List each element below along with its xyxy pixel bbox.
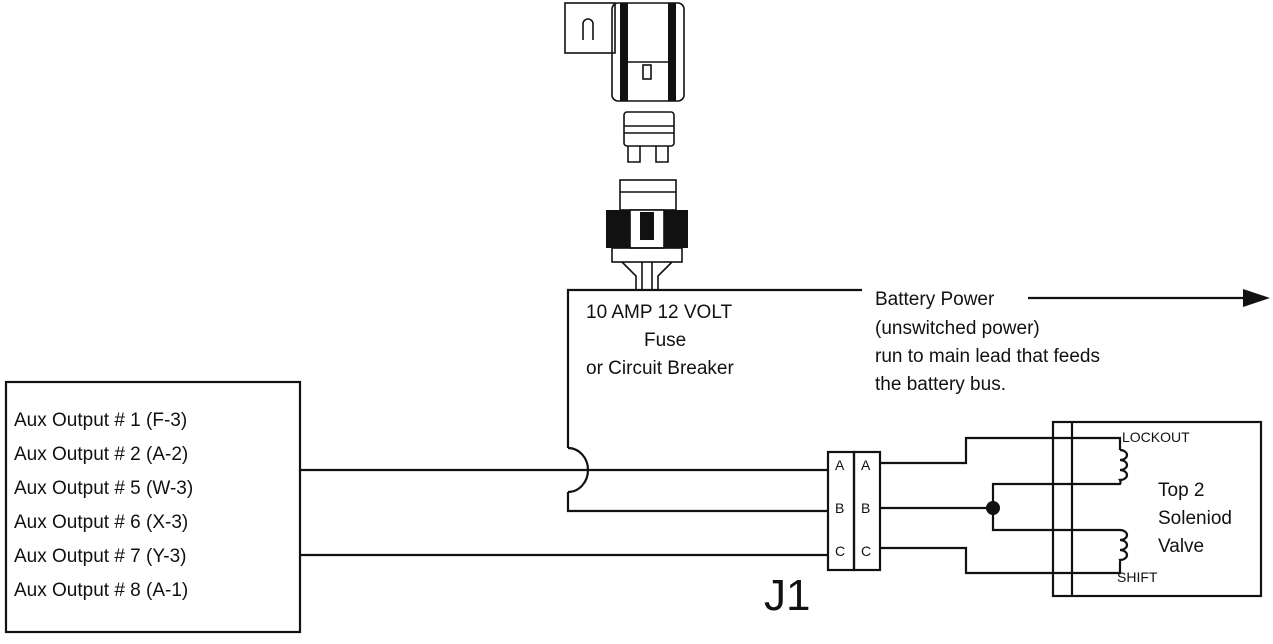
aux-output-7: Aux Output # 7 (Y-3) <box>14 546 187 567</box>
fuse-label-line-3: or Circuit Breaker <box>586 358 734 379</box>
solenoid-valve: LOCKOUT SHIFT Top 2 Soleniod Valve <box>1051 420 1263 598</box>
aux-output-2: Aux Output # 2 (A-2) <box>14 444 188 465</box>
valve-wires <box>880 436 1122 575</box>
lockout-coil-icon <box>1113 448 1129 486</box>
valve-name-line-2: Soleniod <box>1158 508 1232 529</box>
battery-note-line-1: Battery Power <box>875 289 995 310</box>
aux-output-8: Aux Output # 8 (A-1) <box>14 580 188 601</box>
j1-label: J1 <box>764 571 810 620</box>
battery-feed-wire <box>566 288 862 513</box>
junction-dot <box>986 501 1000 515</box>
fuse-label-line-2: Fuse <box>644 330 686 351</box>
shift-label: SHIFT <box>1117 569 1158 585</box>
j1-pin-a-right: A <box>861 457 871 473</box>
aux-wires <box>300 468 828 557</box>
aux-output-5: Aux Output # 5 (W-3) <box>14 478 193 499</box>
valve-name-line-1: Top 2 <box>1158 480 1204 501</box>
j1-pin-a-left: A <box>835 457 845 473</box>
fuse-holder-bottom <box>606 179 688 290</box>
fuse-label: 10 AMP 12 VOLT Fuse or Circuit Breaker <box>586 302 734 379</box>
connector-j1: A B C A B C J1 <box>764 450 882 620</box>
battery-note-line-4: the battery bus. <box>875 374 1006 395</box>
j1-pin-c-right: C <box>861 543 871 559</box>
fuse-holder-top <box>564 2 685 102</box>
shift-coil-icon <box>1113 528 1129 563</box>
aux-output-1: Aux Output # 1 (F-3) <box>14 410 187 431</box>
battery-arrow <box>1028 289 1270 307</box>
aux-output-6: Aux Output # 6 (X-3) <box>14 512 188 533</box>
j1-pin-b-left: B <box>835 500 844 516</box>
valve-name-line-3: Valve <box>1158 536 1204 557</box>
fuse-label-line-1: 10 AMP 12 VOLT <box>586 302 732 323</box>
aux-output-box: Aux Output # 1 (F-3) Aux Output # 2 (A-2… <box>4 380 302 634</box>
battery-note-line-2: (unswitched power) <box>875 318 1040 339</box>
battery-note-line-3: run to main lead that feeds <box>875 346 1100 367</box>
fuse-blade <box>623 111 675 163</box>
j1-pin-c-left: C <box>835 543 845 559</box>
j1-pin-b-right: B <box>861 500 870 516</box>
lockout-label: LOCKOUT <box>1122 429 1190 445</box>
battery-note: Battery Power (unswitched power) run to … <box>875 289 1100 395</box>
